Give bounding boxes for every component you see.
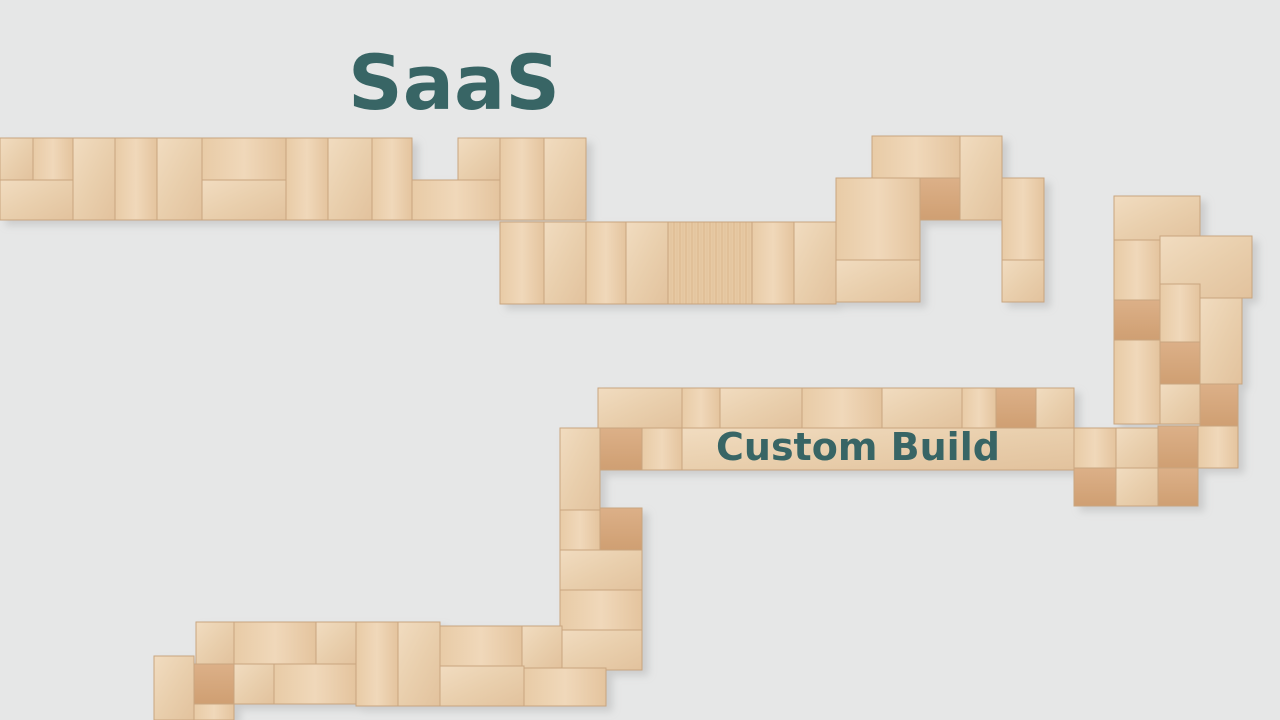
wooden-block (499, 137, 545, 221)
wooden-block (1197, 425, 1239, 469)
wooden-block (871, 135, 961, 179)
wooden-block (521, 625, 563, 669)
wooden-block (559, 427, 601, 511)
wooden-block (1159, 283, 1201, 343)
wooden-block (1159, 341, 1201, 385)
wooden-block (751, 221, 795, 305)
wooden-block (153, 655, 195, 720)
wooden-block (1113, 299, 1161, 341)
wooden-block (559, 589, 643, 631)
wooden-block (315, 621, 357, 665)
custom-build-label: Custom Build (716, 425, 1000, 469)
wooden-block (0, 137, 34, 181)
wooden-block (1001, 259, 1045, 303)
wooden-block (801, 387, 883, 429)
wooden-block (681, 427, 1075, 471)
wooden-block (114, 137, 158, 221)
wooden-block (1035, 387, 1075, 429)
wooden-block (599, 507, 643, 551)
wooden-block (72, 137, 116, 221)
wooden-block (1113, 339, 1161, 425)
saas-label: SaaS (348, 38, 561, 127)
wooden-block (995, 387, 1037, 429)
wooden-block (397, 621, 441, 707)
wooden-block (201, 179, 287, 221)
wooden-block (1001, 177, 1045, 261)
wooden-block (457, 137, 501, 181)
wooden-block (201, 137, 287, 181)
wooden-block (719, 387, 803, 429)
wooden-block (1199, 383, 1239, 427)
wooden-block (156, 137, 203, 221)
wooden-block (1157, 425, 1199, 469)
wooden-block (285, 137, 329, 221)
wooden-block (835, 259, 921, 303)
wooden-block (499, 221, 545, 305)
wooden-block (1115, 467, 1159, 507)
wooden-block (1113, 239, 1161, 301)
wooden-block (585, 221, 627, 305)
wooden-block (559, 549, 643, 591)
wooden-block (835, 177, 921, 261)
wooden-block (681, 387, 721, 429)
wooden-block (1113, 195, 1201, 241)
wooden-block (1159, 383, 1201, 425)
wooden-block (919, 177, 961, 221)
wooden-block (273, 663, 357, 705)
wooden-blocks (0, 135, 1253, 720)
wooden-block (411, 179, 501, 221)
wooden-block (439, 665, 525, 707)
wooden-block (543, 137, 587, 221)
wooden-block (1115, 427, 1159, 469)
wooden-block (599, 427, 643, 471)
wooden-block (543, 221, 587, 305)
wooden-block (195, 621, 235, 665)
wooden-block (1199, 297, 1243, 385)
wooden-block (641, 427, 683, 471)
wooden-block (667, 221, 753, 305)
wooden-block (371, 137, 413, 221)
wooden-block (193, 703, 235, 720)
wooden-block (233, 663, 275, 705)
wooden-block (32, 137, 74, 181)
wooden-block (1157, 467, 1199, 507)
wooden-block (1073, 467, 1117, 507)
wooden-block (959, 135, 1003, 221)
wooden-block (327, 137, 373, 221)
wooden-block (625, 221, 669, 305)
wooden-block (355, 621, 399, 707)
wooden-block (559, 629, 643, 671)
wooden-block (233, 621, 317, 665)
wooden-block (793, 221, 837, 305)
wooden-block (597, 387, 683, 429)
wooden-block (881, 387, 963, 429)
wooden-block (1073, 427, 1117, 469)
wooden-block (559, 509, 601, 553)
wooden-block (439, 625, 523, 667)
wooden-block (193, 663, 235, 705)
wooden-block (961, 387, 997, 429)
wooden-block (523, 667, 607, 707)
wooden-block (0, 179, 74, 221)
